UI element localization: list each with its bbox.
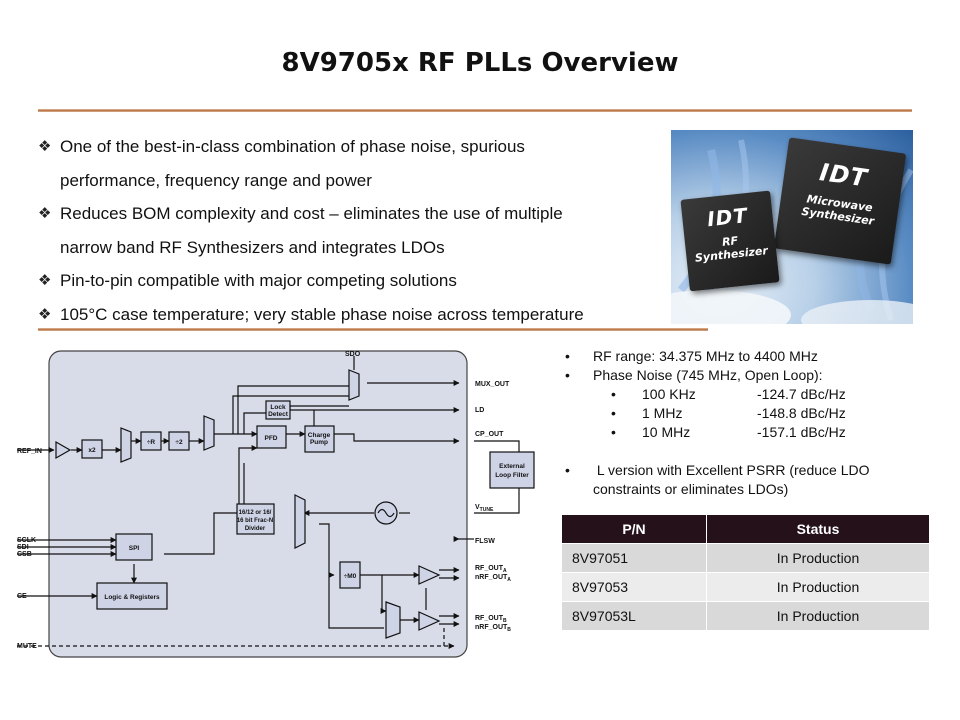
svg-text:Divider: Divider — [245, 526, 266, 532]
column-header-status: Status — [706, 515, 930, 544]
svg-text:MUTE: MUTE — [17, 643, 37, 650]
spec-text: Phase Noise (745 MHz, Open Loop): — [593, 367, 823, 383]
svg-text:SDI: SDI — [17, 544, 29, 551]
block-diagram: REF_IN SCLK SDI CSB CE MUTE SDO MUX_OUT … — [17, 350, 535, 658]
bullet-text: performance, frequency range and power — [60, 170, 372, 190]
svg-text:16/12 or 16/: 16/12 or 16/ — [239, 510, 272, 516]
diamond-bullet-icon: ❖ — [38, 272, 52, 289]
table-header-row: P/N Status — [562, 515, 930, 544]
svg-text:External: External — [499, 463, 525, 470]
spec-item: • Phase Noise (745 MHz, Open Loop): — [562, 366, 932, 385]
bullet-item: ❖ One of the best-in-class combination o… — [38, 130, 658, 197]
spec-list: • RF range: 34.375 MHz to 4400 MHz • Pha… — [562, 347, 932, 499]
bullet-text: narrow band RF Synthesizers and integrat… — [60, 237, 445, 257]
pn-cell: 8V97053 — [562, 572, 707, 602]
noise-row: • 100 KHz -124.7 dBc/Hz — [562, 385, 932, 404]
table-row: 8V97051 In Production — [562, 543, 930, 573]
noise-offset: 1 MHz — [642, 405, 683, 421]
spec-text: constraints or eliminates LDOs) — [593, 481, 789, 497]
svg-text:RF_OUTA: RF_OUTA — [475, 565, 507, 574]
svg-text:nRF_OUTA: nRF_OUTA — [475, 574, 511, 583]
spec-text: L version with Excellent PSRR (reduce LD… — [593, 462, 870, 478]
pn-cell: 8V97053L — [562, 601, 707, 630]
noise-offset: 100 KHz — [642, 386, 696, 402]
title-divider — [38, 109, 912, 112]
spec-item: • RF range: 34.375 MHz to 4400 MHz — [562, 347, 932, 366]
svg-text:SPI: SPI — [129, 545, 140, 552]
svg-text:÷M0: ÷M0 — [344, 573, 357, 580]
svg-text:Logic & Registers: Logic & Registers — [104, 594, 160, 601]
noise-value: -157.1 dBc/Hz — [757, 424, 846, 440]
svg-text:RF_OUTB: RF_OUTB — [475, 615, 507, 624]
svg-text:x2: x2 — [88, 447, 96, 454]
svg-text:LD: LD — [475, 407, 484, 414]
rf-synthesizer-chip: IDT RF Synthesizer — [680, 190, 780, 292]
diamond-bullet-icon: ❖ — [38, 205, 52, 222]
svg-text:CE: CE — [17, 593, 27, 600]
svg-text:Loop Filter: Loop Filter — [495, 472, 529, 479]
noise-value: -148.8 dBc/Hz — [757, 405, 846, 421]
svg-text:CP_OUT: CP_OUT — [475, 431, 504, 438]
svg-text:Charge: Charge — [308, 432, 331, 439]
status-cell: In Production — [706, 543, 930, 573]
bullet-text: Reduces BOM complexity and cost – elimin… — [60, 204, 563, 223]
svg-text:Pump: Pump — [310, 439, 328, 446]
spec-item: • L version with Excellent PSRR (reduce … — [562, 461, 932, 499]
bullet-dot-icon: • — [565, 462, 570, 478]
bullet-text: 105°C case temperature; very stable phas… — [60, 304, 584, 324]
noise-offset: 10 MHz — [642, 424, 691, 440]
table-row: 8V97053L In Production — [562, 601, 930, 630]
noise-row: • 1 MHz -148.8 dBc/Hz — [562, 404, 932, 423]
svg-text:Lock: Lock — [270, 404, 286, 411]
part-number-table: P/N Status 8V97051 In Production 8V97053… — [562, 515, 930, 630]
chip-logo: IDT — [706, 203, 749, 232]
slide-title: 8V9705x RF PLLs Overview — [281, 48, 679, 78]
diamond-bullet-icon: ❖ — [38, 305, 52, 323]
pn-cell: 8V97051 — [562, 543, 707, 573]
svg-text:Detect: Detect — [268, 411, 289, 418]
svg-text:SCLK: SCLK — [17, 537, 36, 544]
bullets-divider — [38, 328, 708, 331]
bullet-dot-icon: • — [611, 424, 616, 440]
diamond-bullet-icon: ❖ — [38, 138, 52, 155]
bullet-dot-icon: • — [565, 348, 570, 364]
svg-text:÷R: ÷R — [147, 439, 156, 446]
bullet-list: ❖ One of the best-in-class combination o… — [38, 130, 658, 331]
bullet-item: ❖ Reduces BOM complexity and cost – elim… — [38, 197, 658, 264]
spec-text: RF range: 34.375 MHz to 4400 MHz — [593, 348, 818, 364]
svg-text:16 bit Frac-N: 16 bit Frac-N — [237, 518, 273, 524]
bullet-dot-icon: • — [611, 405, 616, 421]
svg-text:MUX_OUT: MUX_OUT — [475, 381, 510, 388]
svg-text:FLSW: FLSW — [475, 538, 495, 545]
svg-text:nRF_OUTB: nRF_OUTB — [475, 624, 511, 633]
bullet-text: One of the best-in-class combination of … — [60, 137, 525, 156]
microwave-synthesizer-chip: IDT Microwave Synthesizer — [773, 137, 907, 265]
table-row: 8V97053 In Production — [562, 572, 930, 602]
svg-text:VTUNE: VTUNE — [475, 504, 494, 513]
bullet-item: ❖ Pin-to-pin compatible with major compe… — [38, 264, 658, 298]
svg-text:PFD: PFD — [265, 435, 278, 442]
bullet-text: Pin-to-pin compatible with major competi… — [60, 271, 457, 290]
noise-row: • 10 MHz -157.1 dBc/Hz — [562, 423, 932, 442]
svg-text:CSB: CSB — [17, 551, 32, 558]
bullet-item: ❖ 105°C case temperature; very stable ph… — [38, 298, 658, 332]
svg-text:REF_IN: REF_IN — [17, 448, 42, 455]
bullet-dot-icon: • — [611, 386, 616, 402]
svg-text:÷2: ÷2 — [175, 439, 183, 446]
status-cell: In Production — [706, 572, 930, 602]
bullet-dot-icon: • — [565, 367, 570, 383]
noise-value: -124.7 dBc/Hz — [757, 386, 846, 402]
column-header-pn: P/N — [562, 515, 707, 544]
status-cell: In Production — [706, 601, 930, 630]
svg-text:SDO: SDO — [345, 351, 361, 358]
product-photo: IDT Microwave Synthesizer IDT RF Synthes… — [671, 130, 913, 324]
